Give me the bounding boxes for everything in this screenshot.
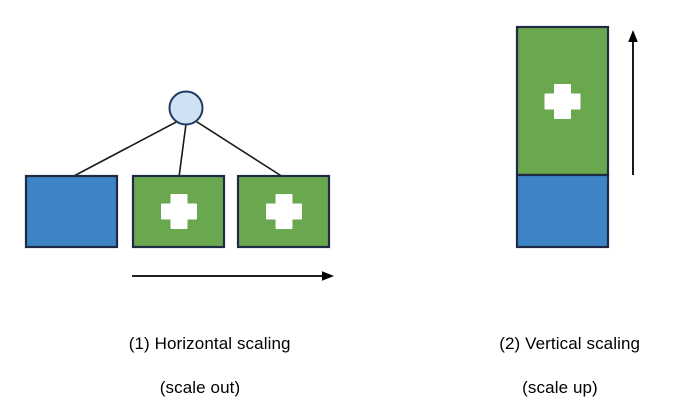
connector-line-right [193, 119, 284, 178]
caption-horizontal-line1: (1) Horizontal scaling [128, 334, 291, 353]
caption-vertical-line1: (2) Vertical scaling [499, 334, 641, 353]
panel-vertical-scaling [515, 25, 638, 249]
load-balancer-node[interactable] [168, 90, 204, 126]
plus-icon [266, 194, 302, 229]
instance-box-existing-1[interactable] [24, 174, 119, 249]
capacity-box-existing[interactable] [515, 173, 610, 249]
connector-line-left [71, 119, 181, 178]
caption-horizontal-line2: (scale out) [159, 378, 241, 397]
capacity-box-added-group [515, 25, 610, 177]
caption-horizontal-scaling: (1) Horizontal scaling (scale out) [20, 311, 380, 405]
plus-icon [544, 84, 581, 119]
plus-icon [161, 194, 197, 229]
instance-box-added-2-group [236, 174, 331, 249]
connector-line-middle [178, 123, 187, 178]
caption-vertical-line2: (scale up) [522, 378, 598, 397]
instance-box-added-1-group [131, 174, 226, 249]
scale-up-arrow [628, 30, 638, 175]
connector-lines [71, 119, 284, 178]
caption-vertical-scaling: (2) Vertical scaling (scale up) [435, 311, 685, 405]
panel-horizontal-scaling [24, 90, 334, 281]
scale-out-arrow [132, 271, 334, 281]
